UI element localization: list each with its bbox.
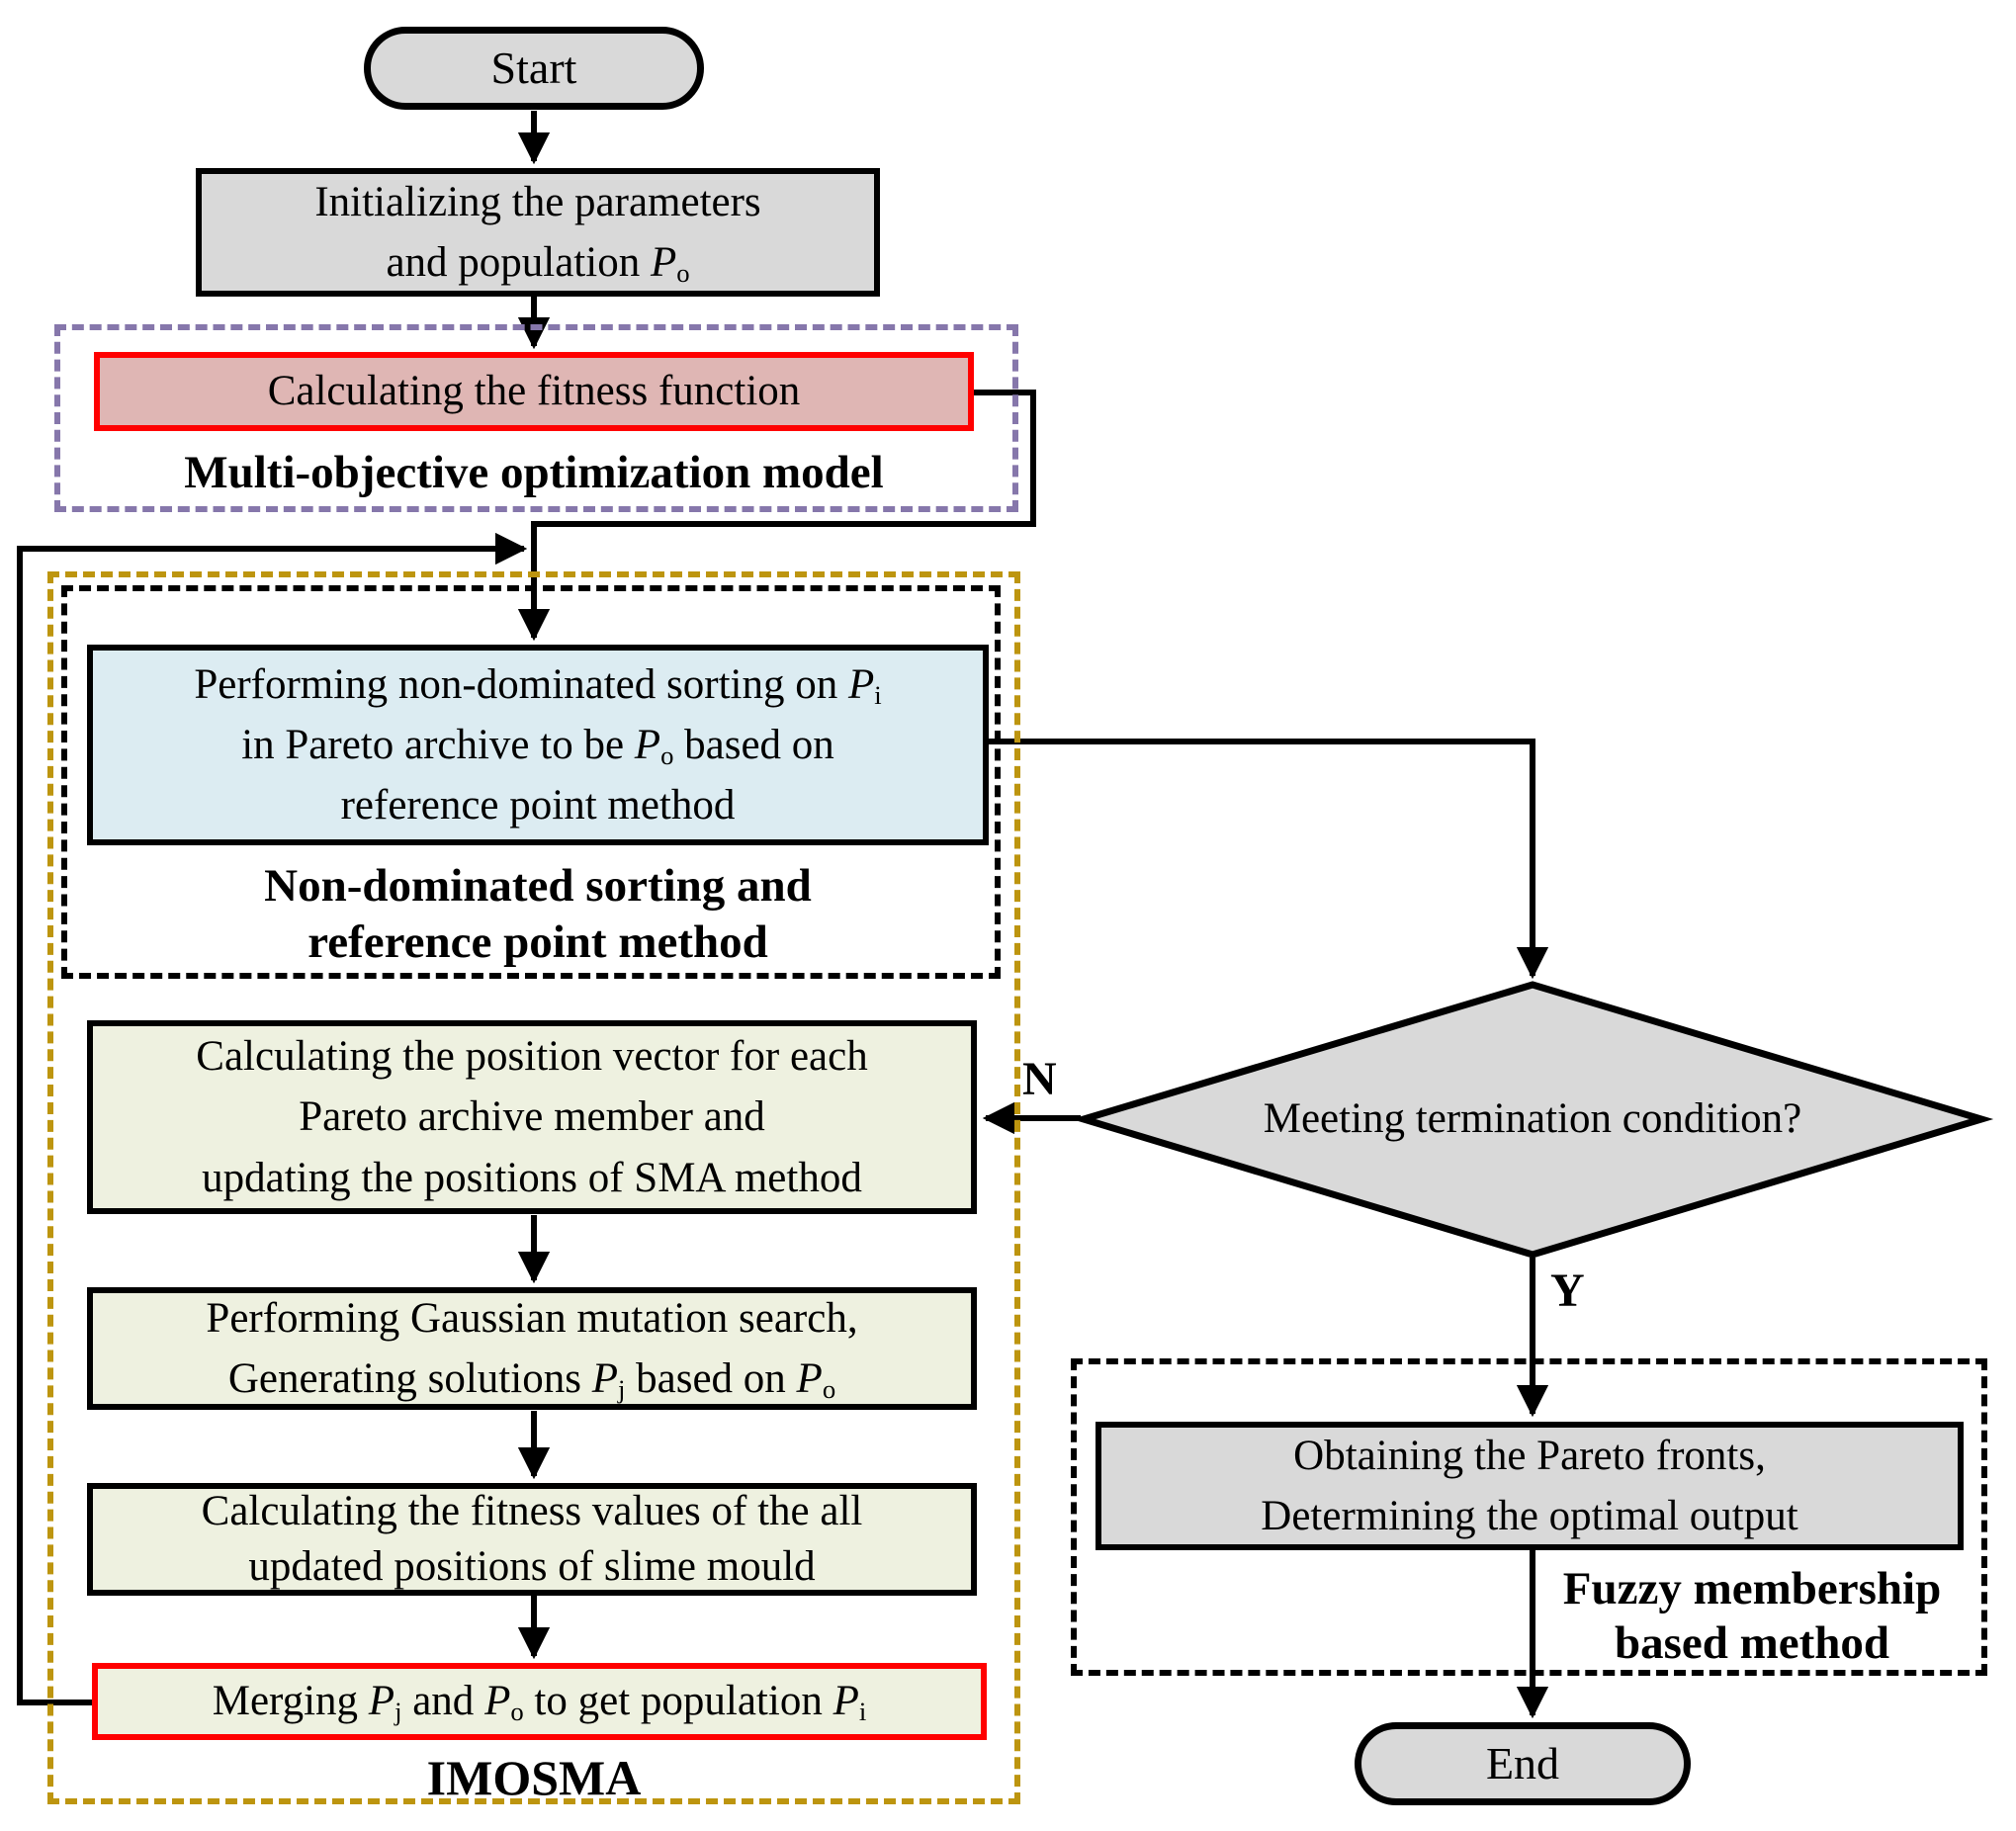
sorting-group-label-line: Non-dominated sorting and bbox=[264, 860, 812, 912]
sorting-line: reference point method bbox=[340, 782, 736, 829]
position-vector-line: updating the positions of SMA method bbox=[202, 1154, 862, 1201]
fitness-values-line: updated positions of slime mould bbox=[248, 1543, 816, 1590]
fuzzy-membership-label-line: Fuzzy membership bbox=[1562, 1563, 1942, 1614]
imosma-label: IMOSMA bbox=[426, 1750, 642, 1805]
fuzzy-membership-label-line: based method bbox=[1614, 1617, 1890, 1670]
merging-line: Merging Pj and Po to get population Pi bbox=[212, 1678, 867, 1727]
pareto-output-line: Obtaining the Pareto fronts, bbox=[1293, 1432, 1766, 1479]
fuzzy-membership-group-box bbox=[1071, 1358, 1987, 1676]
nondominated-sorting-box: Performing non-dominated sorting on Pi i… bbox=[87, 645, 989, 845]
sorting-group-label: Non-dominated sorting and reference poin… bbox=[87, 858, 989, 972]
termination-decision-text: Meeting termination condition? bbox=[1263, 1095, 1802, 1143]
pareto-output-box: Obtaining the Pareto fronts, Determining… bbox=[1096, 1422, 1964, 1550]
imosma-group-box bbox=[47, 571, 1020, 1804]
termination-decision-label: Meeting termination condition? bbox=[1157, 1090, 1908, 1149]
fitness-line: Calculating the fitness function bbox=[267, 368, 801, 415]
position-vector-line: Calculating the position vector for each bbox=[196, 1033, 868, 1081]
fitness-process-box: Calculating the fitness function bbox=[94, 352, 974, 431]
edge-merging-loopback bbox=[17, 532, 528, 1705]
sorting-group-box bbox=[61, 585, 1001, 979]
init-line: Initializing the parameters bbox=[314, 178, 761, 225]
gaussian-line: Generating solutions Pj based on Po bbox=[227, 1355, 836, 1404]
start-label: Start bbox=[490, 43, 577, 94]
pareto-output-line: Determining the optimal output bbox=[1261, 1493, 1798, 1539]
gaussian-mutation-box: Performing Gaussian mutation search, Gen… bbox=[87, 1287, 977, 1410]
sorting-line: in Pareto archive to be Po based on bbox=[241, 721, 834, 770]
sorting-group-label-line: reference point method bbox=[307, 916, 768, 969]
fitness-values-box: Calculating the fitness values of the al… bbox=[87, 1483, 977, 1596]
decision-no-label: N bbox=[1022, 1053, 1057, 1105]
decision-diamond bbox=[1071, 981, 1994, 1259]
edge-sorting-to-decision bbox=[989, 739, 1549, 980]
merging-box: Merging Pj and Po to get population Pi bbox=[92, 1663, 987, 1740]
sorting-line: Performing non-dominated sorting on Pi bbox=[194, 660, 882, 710]
position-vector-box: Calculating the position vector for each… bbox=[87, 1020, 977, 1214]
fitness-values-line: Calculating the fitness values of the al… bbox=[201, 1488, 863, 1535]
init-process-box: Initializing the parameters and populati… bbox=[196, 168, 880, 297]
end-label: End bbox=[1485, 1738, 1560, 1789]
decision-yes-label: Y bbox=[1550, 1264, 1585, 1317]
gaussian-line: Performing Gaussian mutation search, bbox=[206, 1294, 858, 1342]
start-terminator: Start bbox=[364, 27, 704, 110]
multi-objective-label: Multi-objective optimization model bbox=[184, 447, 884, 498]
fuzzy-membership-label: Fuzzy membership based method bbox=[1436, 1562, 2016, 1672]
end-terminator: End bbox=[1355, 1722, 1691, 1805]
position-vector-line: Pareto archive member and bbox=[299, 1093, 765, 1141]
init-line: and population Po bbox=[386, 239, 690, 288]
multi-objective-group-box bbox=[54, 324, 1018, 512]
